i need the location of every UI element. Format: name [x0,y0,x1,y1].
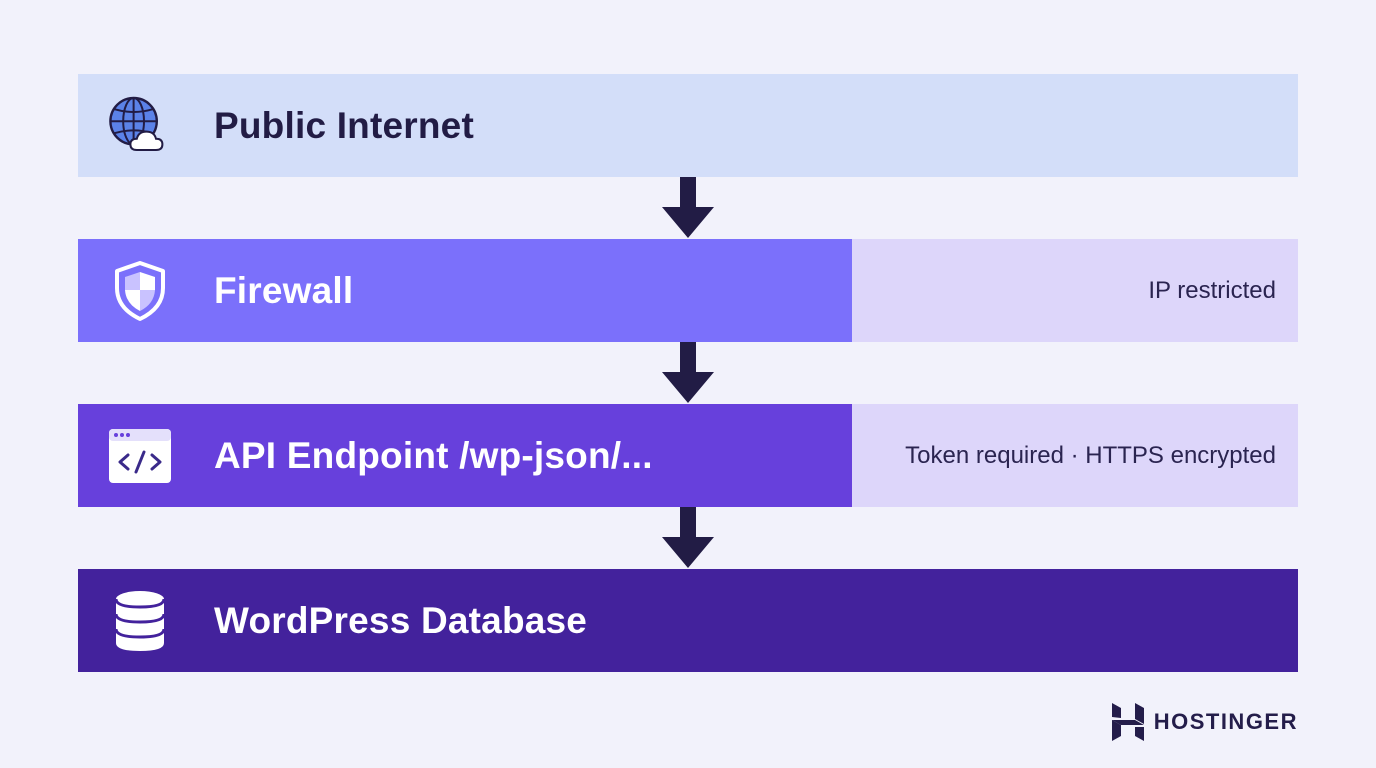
layer-title: WordPress Database [214,599,588,641]
layer-main: Firewall [78,239,852,342]
shield-icon [108,259,172,323]
hostinger-brand: HOSTINGER [1111,703,1298,741]
layer-title: API Endpoint /wp-json/... [214,434,653,476]
database-icon [108,589,172,653]
brand-name: HOSTINGER [1153,709,1298,734]
layer-main: WordPress Database [78,569,1298,672]
code-window-icon [108,424,172,488]
layer-wordpress-database: WordPress Database [78,569,1298,672]
layer-main: API Endpoint /wp-json/... [78,404,852,507]
arrow-down-icon [662,342,714,403]
layer-title: Firewall [214,269,354,311]
layer-main: Public Internet [78,74,1298,177]
layer-note: Token required · HTTPS encrypted [852,404,1298,507]
layer-note: IP restricted [852,239,1298,342]
globe-cloud-icon [108,94,172,158]
arrow-down-icon [662,177,714,238]
arrow-down-icon [662,507,714,568]
layer-api-endpoint: API Endpoint /wp-json/... Token required… [78,404,1298,507]
layer-firewall: Firewall IP restricted [78,239,1298,342]
layer-public-internet: Public Internet [78,74,1298,177]
hostinger-logo-icon [1111,703,1144,741]
layer-title: Public Internet [214,104,474,146]
